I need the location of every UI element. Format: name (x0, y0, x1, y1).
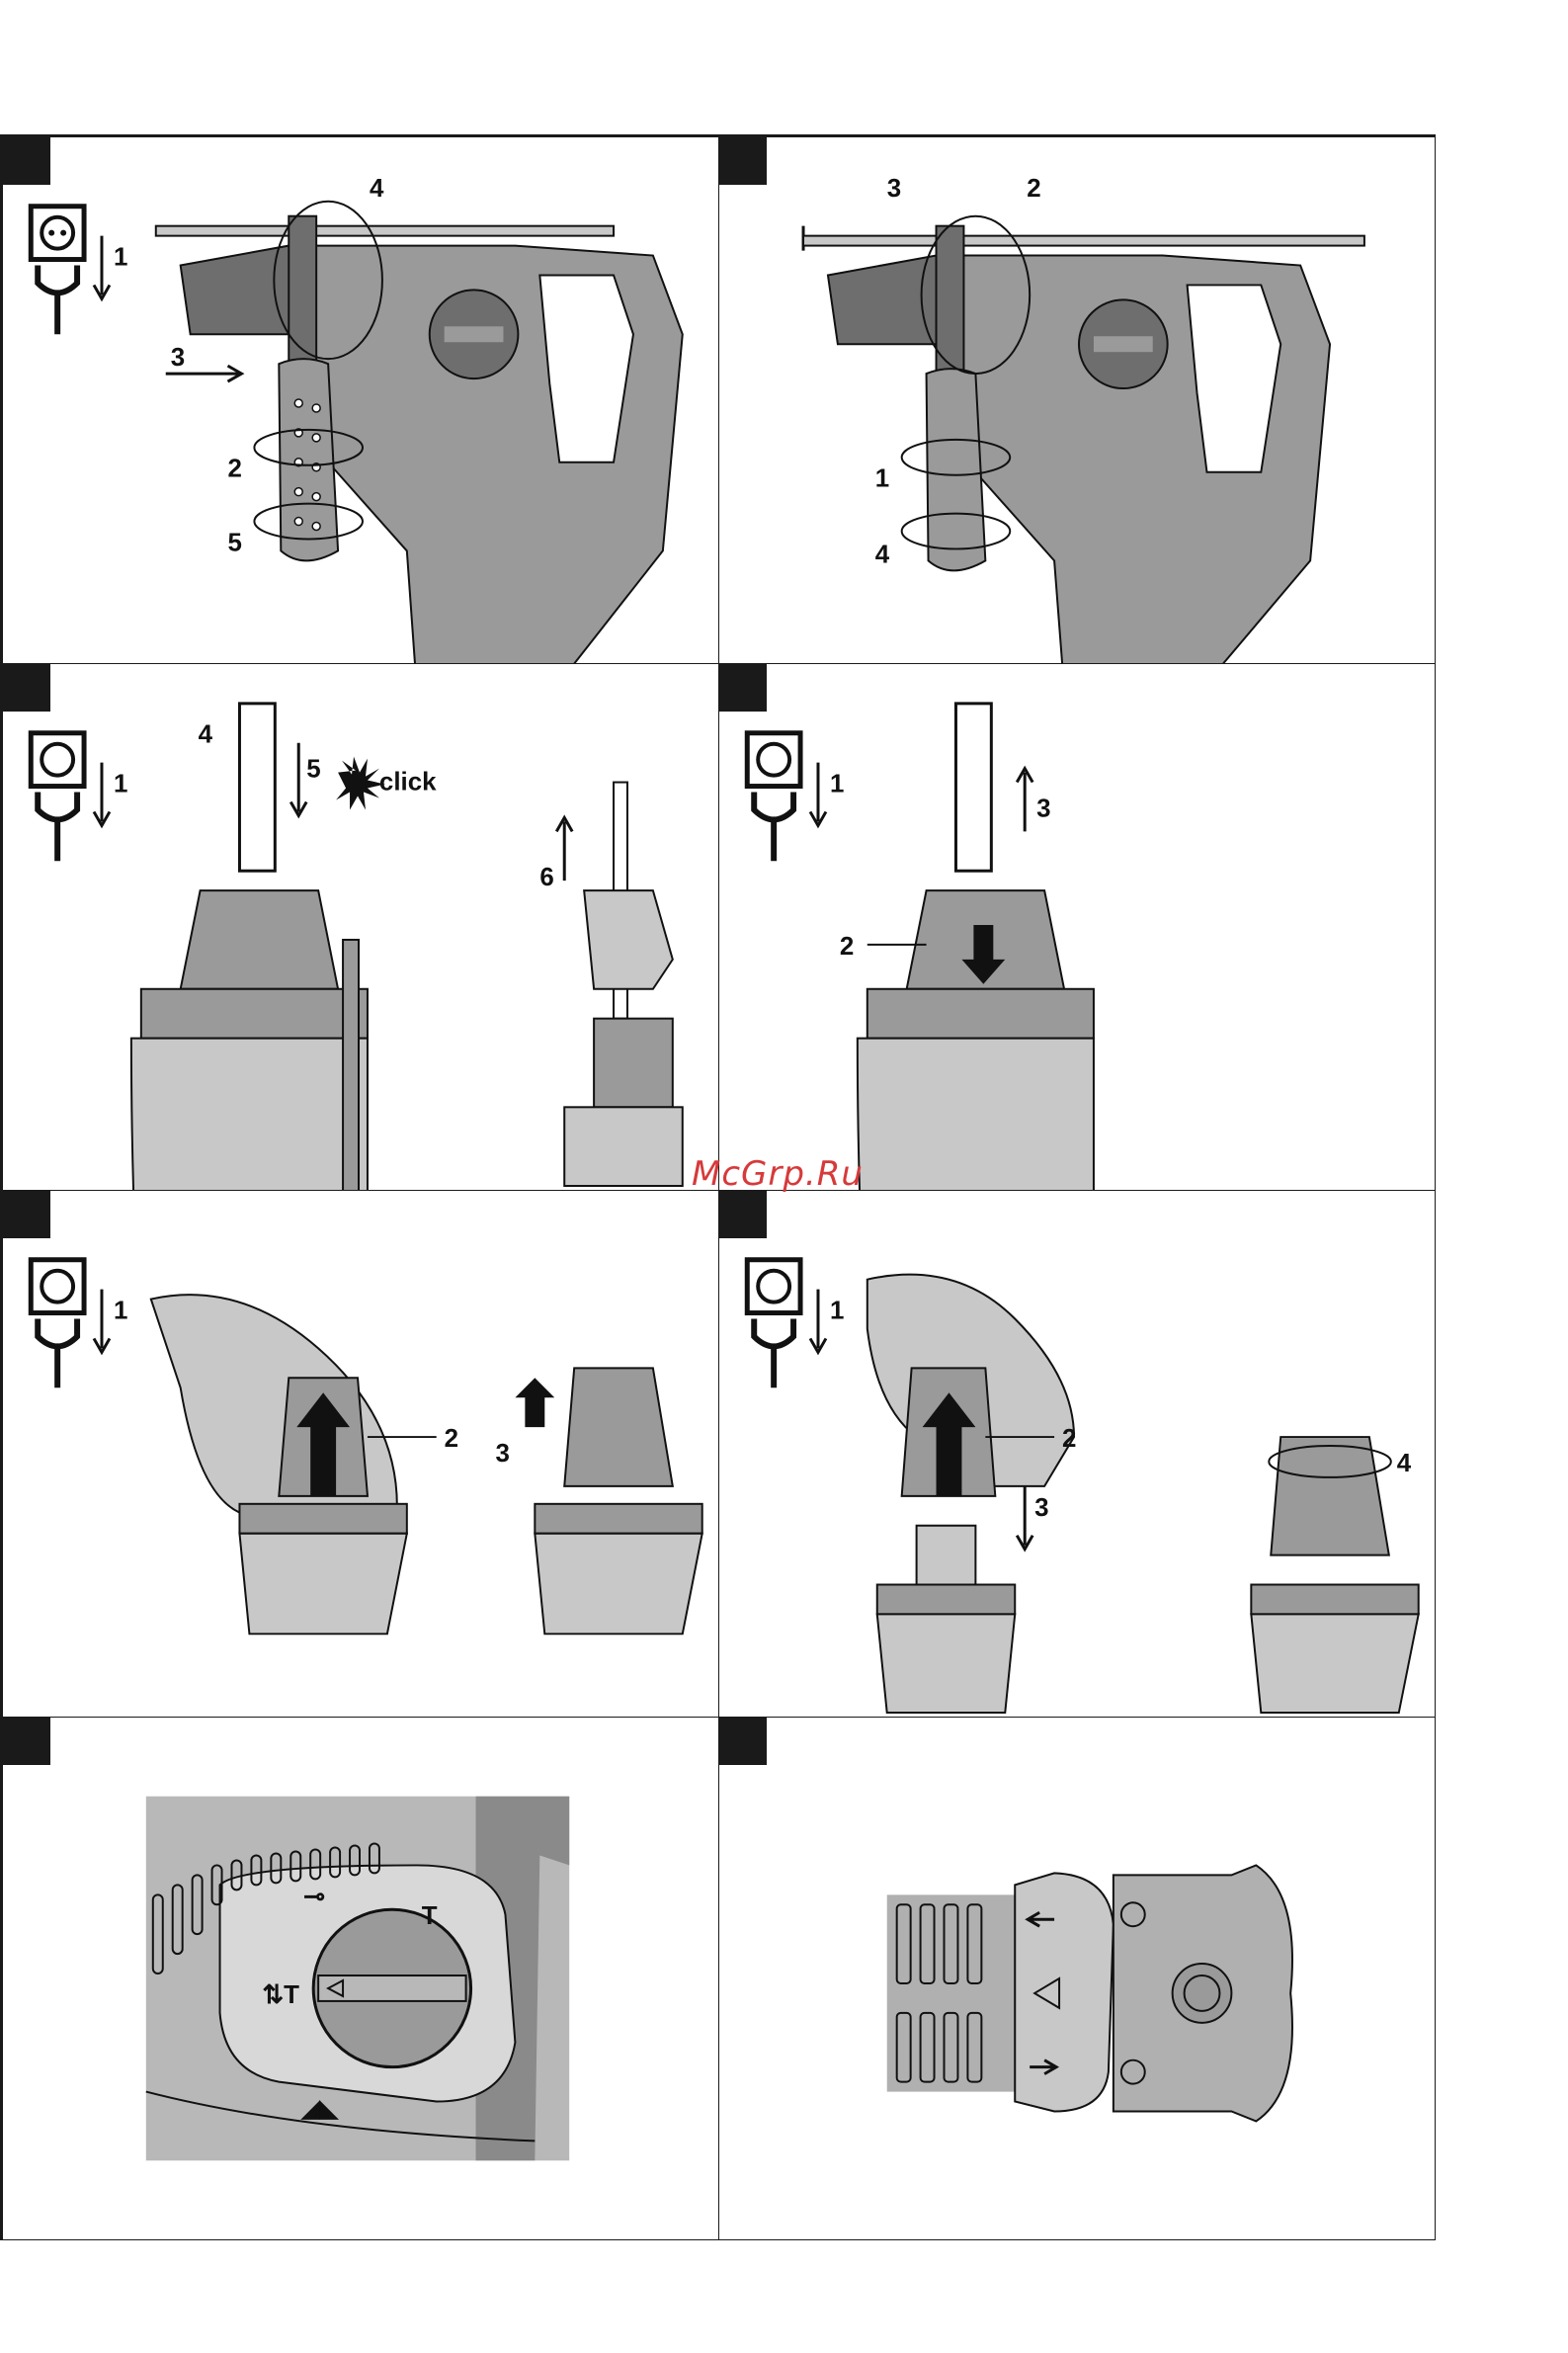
power-socket-icon (747, 733, 800, 787)
panel-remove-chuck: 1 2 3 (2, 1190, 719, 1718)
step-label: 6 (539, 864, 553, 891)
step-label: 4 (875, 541, 890, 568)
step-label: 2 (445, 1425, 458, 1453)
step-label: 5 (228, 529, 242, 556)
remove-chuck-illustration: 1 2 3 (3, 1191, 718, 1717)
remove-bit-illustration: 1 3 2 (719, 664, 1435, 1190)
panel-depth-gauge-setting: 3 2 1 4 (718, 136, 1436, 664)
step-label: 1 (114, 1298, 127, 1325)
panel-insert-bit: 1 4 5 click 6 (2, 663, 719, 1191)
step-label: 1 (114, 771, 127, 798)
step-label: 1 (875, 465, 889, 493)
step-label: 1 (830, 1298, 844, 1325)
power-plug-icon (754, 1290, 826, 1388)
step-label: 3 (1036, 795, 1050, 822)
fit-chuck-illustration: 1 2 3 4 (719, 1191, 1435, 1717)
gear-housing-illustration (719, 1718, 1435, 2239)
step-label: 1 (830, 771, 844, 798)
click-burst-icon (336, 757, 385, 810)
power-plug-icon (38, 763, 110, 862)
chisel-position-icon: ◢◣ (300, 2095, 339, 2122)
step-label: 4 (199, 721, 213, 749)
panel-gear-housing (718, 1717, 1436, 2240)
insert-bit-illustration: 1 4 5 click 6 (3, 664, 718, 1190)
step-label: 2 (1027, 175, 1040, 203)
rotary-mode-icon: ⊸ (303, 1883, 325, 1910)
step-label: 3 (495, 1440, 509, 1468)
depth-gauge-illustration: 3 2 1 4 (719, 137, 1435, 663)
power-socket-icon (31, 1260, 84, 1313)
power-plug-icon (754, 763, 826, 862)
arrow-up-icon (515, 1378, 554, 1427)
power-socket-icon (31, 207, 84, 260)
panel-fit-chuck: 1 2 3 4 (718, 1190, 1436, 1718)
step-label: 5 (306, 756, 320, 784)
click-label: click (379, 769, 437, 797)
function-selector-illustration: T ⇅T ⊸ ◢◣ (3, 1718, 718, 2239)
watermark: McGrp.Ru (692, 1154, 864, 1194)
power-plug-icon (38, 1290, 110, 1388)
step-label: 2 (840, 933, 854, 961)
step-label: 4 (370, 175, 384, 203)
step-label: 2 (1062, 1425, 1076, 1453)
hammer-drill-mode-icon: ⇅T (262, 1981, 299, 2009)
power-socket-icon (747, 1260, 800, 1313)
panel-function-selector: T ⇅T ⊸ ◢◣ (2, 1717, 719, 2240)
step-label: 4 (1397, 1450, 1412, 1477)
step-label: 3 (887, 175, 901, 203)
panel-side-handle-depth-gauge: 1 4 3 2 5 (2, 136, 719, 664)
hammer-mode-icon: T (422, 1902, 438, 1930)
step-label: 3 (1034, 1494, 1048, 1522)
power-plug-icon (38, 236, 110, 335)
drill-side-handle-illustration: 1 4 3 2 5 (3, 137, 718, 663)
panel-remove-bit: 1 3 2 (718, 663, 1436, 1191)
step-label: 1 (114, 244, 127, 272)
step-label: 3 (171, 344, 185, 372)
power-socket-icon (31, 733, 84, 787)
step-label: 2 (228, 456, 242, 483)
